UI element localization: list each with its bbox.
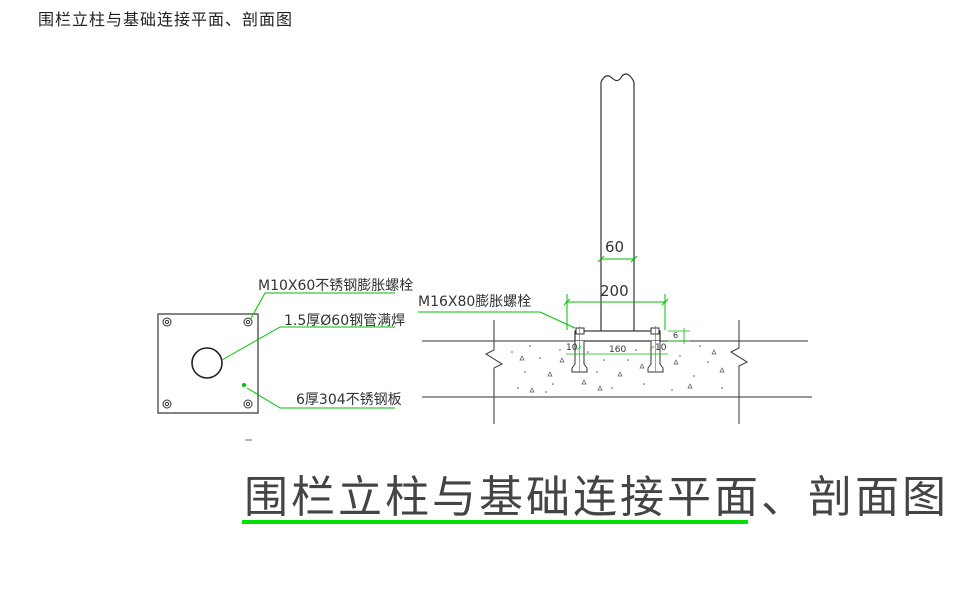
section-view: 60 200 10 160 10 6 M16X80膨胀螺栓 (418, 73, 812, 424)
dim-6: 6 (673, 331, 678, 340)
bolt-hole-bottom-left (162, 399, 172, 409)
base-plate-section (574, 330, 661, 342)
label-bolt-m16: M16X80膨胀螺栓 (418, 293, 531, 310)
leader-bolt-m10 (249, 292, 395, 321)
dim-10-left: 10 (566, 343, 578, 353)
label-bolt-m10: M10X60不锈钢膨胀螺栓 (258, 277, 413, 294)
steel-post-section (600, 73, 635, 331)
label-plate: 6厚304不锈钢板 (296, 392, 402, 408)
label-tube: 1.5厚Ø60钢管满焊 (284, 313, 405, 329)
bolt-hole-bottom-right (243, 399, 253, 409)
green-marker-dot (242, 383, 246, 387)
anchor-bolt-left (571, 326, 588, 373)
drawing-title: 围栏立柱与基础连接平面、剖面图 (244, 472, 949, 523)
steel-tube-plan (191, 347, 223, 379)
aggregate-triangles (519, 349, 725, 393)
dim-post-width (597, 255, 638, 263)
dim-plate-thickness (668, 328, 690, 344)
bolt-hole-top-left (162, 317, 172, 327)
bolt-hole-top-right (243, 317, 253, 327)
leader-bolt-m16 (418, 311, 576, 329)
leader-plate (246, 387, 395, 409)
plan-view: M10X60不锈钢膨胀螺栓 1.5厚Ø60钢管满焊 6厚304不锈钢板 (157, 277, 413, 441)
dim-post-label: 60 (605, 238, 624, 256)
leader-tube (221, 326, 395, 361)
base-plate-plan (157, 313, 259, 414)
dim-10-right: 10 (655, 343, 667, 353)
dim-bolt-spacing (566, 345, 668, 355)
dim-160: 160 (609, 345, 626, 355)
dim-plate-label: 200 (600, 282, 629, 300)
page-title: 围栏立柱与基础连接平面、剖面图 (38, 10, 294, 29)
concrete-hatch (511, 345, 723, 393)
